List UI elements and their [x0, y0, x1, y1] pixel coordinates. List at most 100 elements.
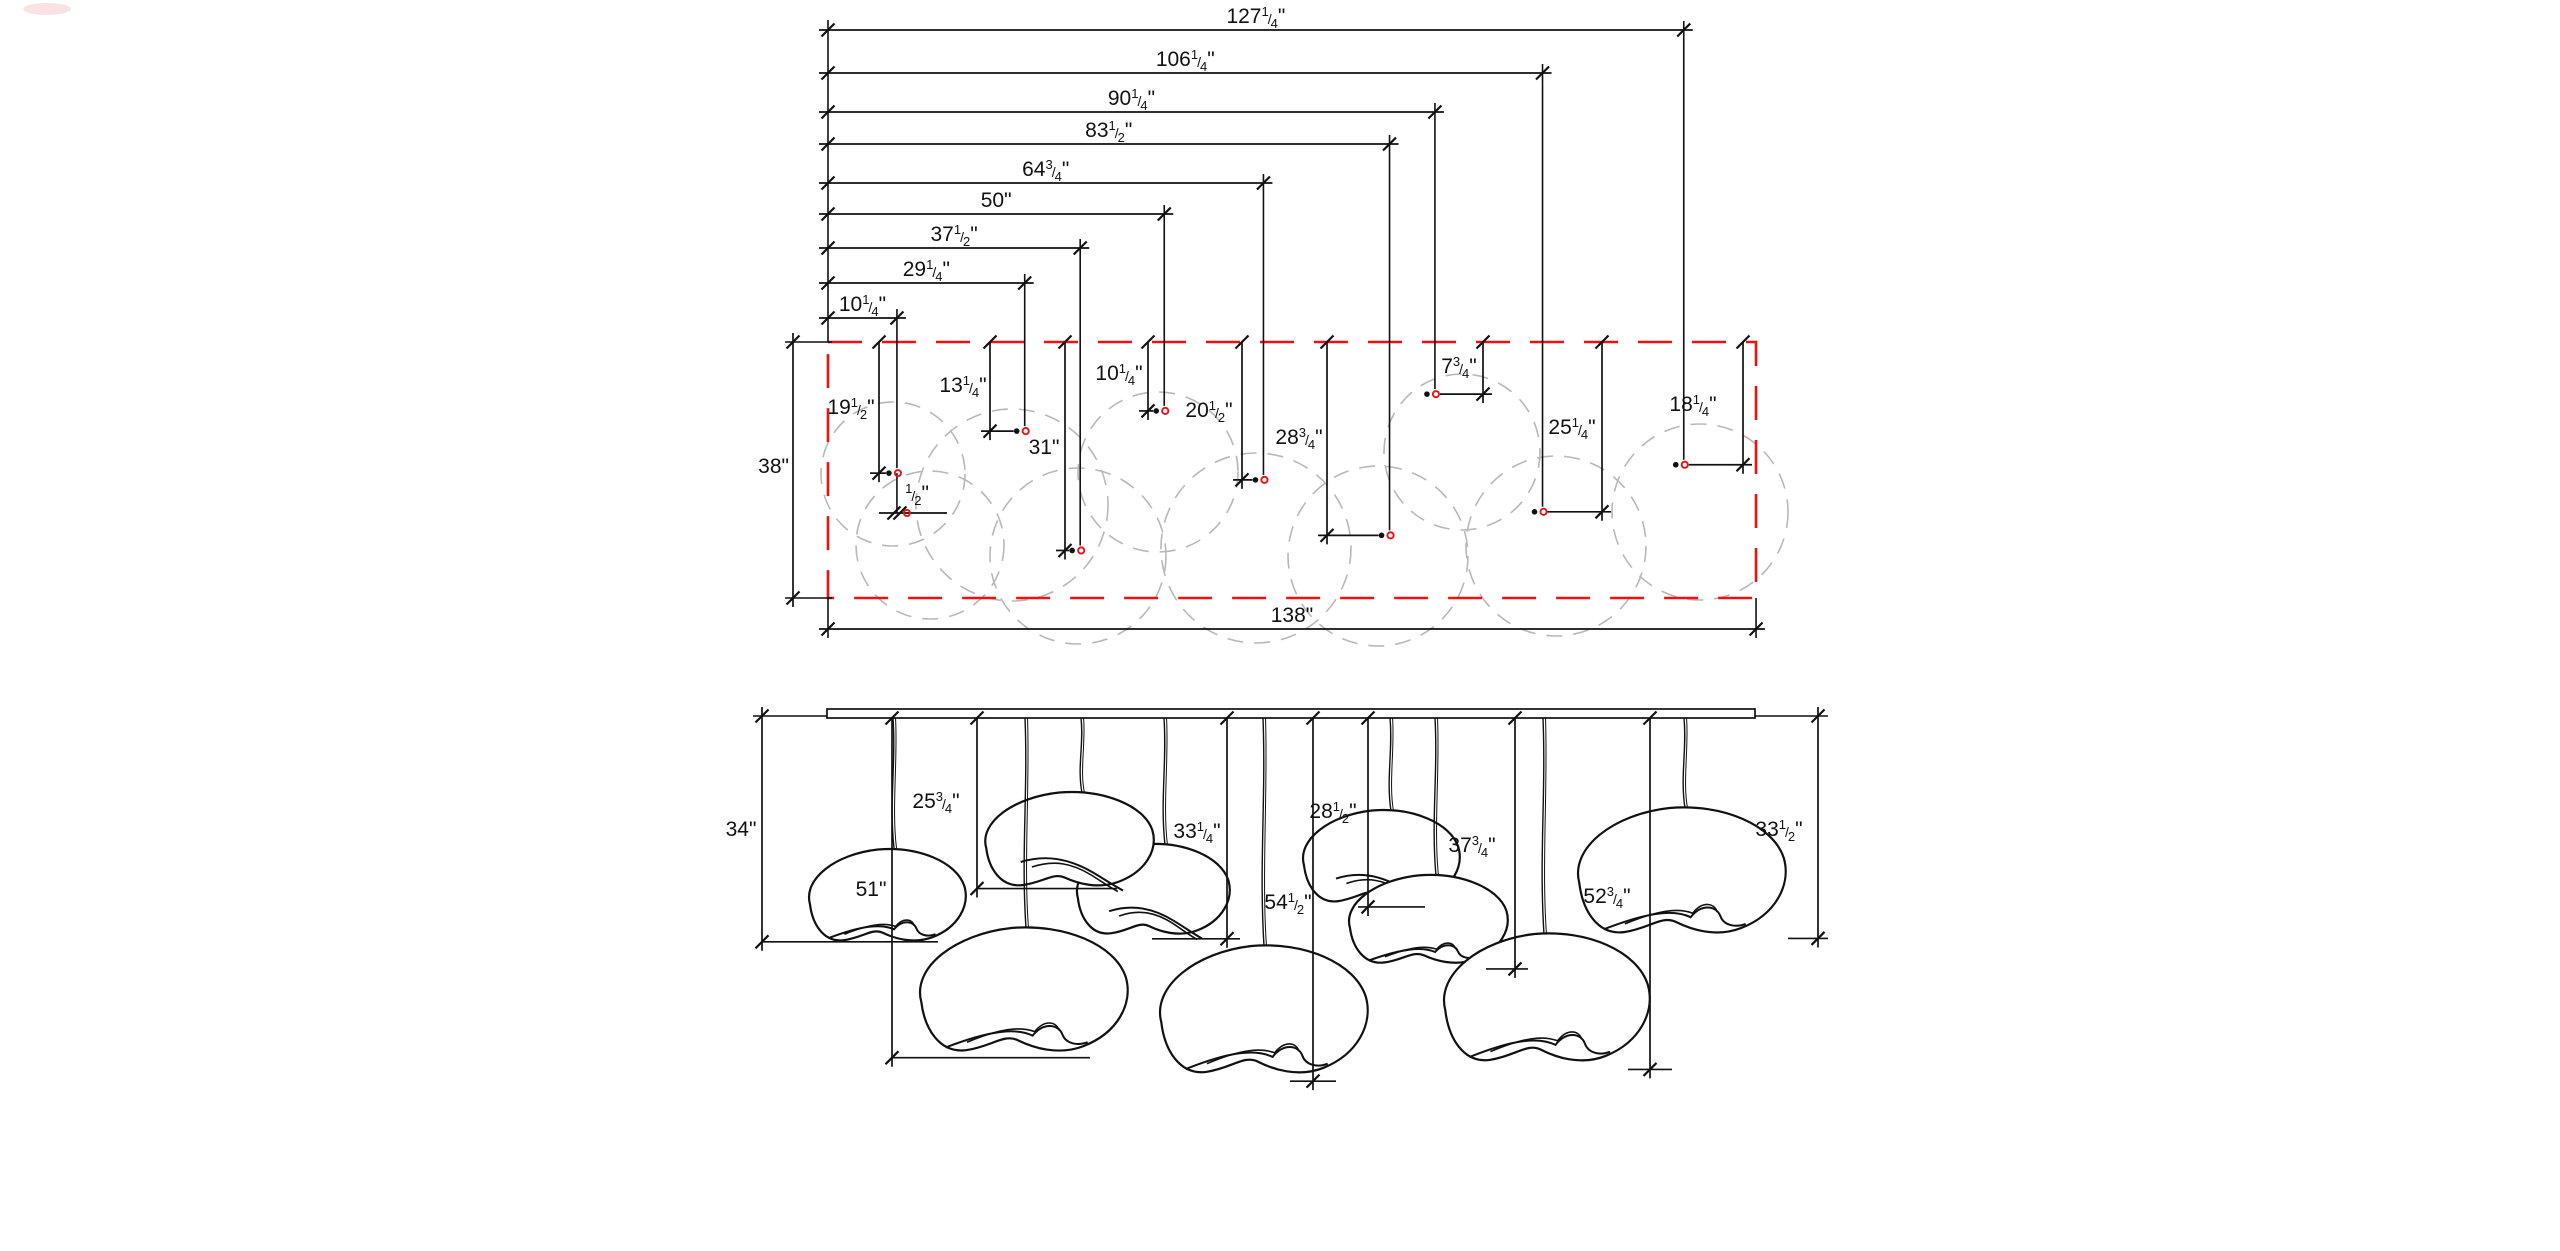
drop-dim: 331/2" — [1755, 707, 1828, 948]
glass-pendant — [1158, 944, 1369, 1074]
plan-view: 1271/4"1061/4"901/4"831/2"643/4"50"371/2… — [23, 3, 1789, 647]
dim-tick — [1319, 334, 1335, 350]
stub-end-dot — [1069, 547, 1075, 554]
stub-end-dot — [886, 470, 892, 476]
glass-pendant-outline — [918, 926, 1129, 1052]
depth-dim: 191/2" — [827, 334, 902, 483]
glass-footprint-circle — [1287, 465, 1469, 647]
depth-dim: 201/2" — [1185, 334, 1269, 489]
position-dim: 1271/4" — [819, 4, 1693, 460]
position-dim: 50" — [819, 189, 1174, 406]
glass-pendant — [918, 926, 1129, 1052]
position-dim-label: 901/4" — [1108, 86, 1155, 113]
dim-tick — [969, 710, 985, 726]
dim-tick — [871, 334, 887, 350]
dim-tick — [1594, 334, 1610, 350]
dim-tick — [820, 206, 836, 222]
hanger-wire — [1162, 717, 1166, 846]
dim-tick — [1475, 334, 1491, 350]
plan-footprint-circles — [820, 373, 1789, 647]
hang-point — [1260, 475, 1269, 484]
drop-dim-label: 331/2" — [1755, 817, 1802, 844]
glass-footprint-circle — [855, 470, 1005, 620]
glass-fold-line — [844, 919, 915, 935]
depth-dim-label: 251/4" — [1548, 415, 1595, 442]
hanger-wire — [1388, 717, 1392, 812]
canopy-bar-elevation — [826, 708, 1756, 719]
depth-dim-label: 101/4" — [1095, 361, 1142, 388]
hanger-wire — [1433, 717, 1437, 877]
plan-width-dim: 138" — [819, 598, 1766, 638]
drop-dim-label: 281/2" — [1309, 799, 1356, 826]
drop-dim: 253/4" — [912, 710, 1117, 898]
hang-point — [1161, 406, 1170, 415]
width-dim-label: 138" — [1271, 604, 1314, 627]
depth-dim: 31" — [1029, 334, 1086, 560]
glass-pendant-outline — [1158, 944, 1369, 1074]
glass-footprint-circle — [1465, 455, 1647, 637]
dim-tick — [1748, 621, 1764, 637]
position-dim-label: 101/4" — [839, 292, 886, 319]
glass-pendant-outline — [807, 847, 967, 942]
dim-tick — [1507, 710, 1523, 726]
hang-point — [1021, 427, 1030, 436]
stub-end-dot — [1252, 477, 1259, 483]
dim-tick — [886, 505, 902, 521]
dim-tick — [754, 708, 770, 724]
depth-dim: 251/4" — [1531, 334, 1611, 521]
hang-point — [902, 508, 911, 518]
drop-dim-label: 34" — [726, 818, 757, 841]
dim-tick — [1219, 710, 1235, 726]
depth-dim-label: 181/4" — [1669, 392, 1716, 419]
hanger-wire — [1541, 717, 1545, 935]
hanger-wire — [1544, 717, 1547, 935]
depth-dim-label: 31" — [1029, 436, 1060, 459]
depth-dim-label: 191/2" — [827, 395, 874, 422]
glass-footprint-circle — [1160, 452, 1352, 644]
glass-pendant — [807, 847, 967, 942]
elevation-view: 34"51"253/4"331/4"541/2"281/2"373/4"523/… — [726, 707, 1828, 1091]
dim-tick — [820, 136, 836, 152]
drop-dim-label: 331/4" — [1173, 819, 1220, 846]
dim-tick — [1057, 334, 1073, 350]
glass-footprint-circle — [1611, 423, 1789, 601]
position-dim-label: 1061/4" — [1156, 47, 1215, 74]
plan-position-dims: 1271/4"1061/4"901/4"831/2"643/4"50"371/2… — [819, 4, 1693, 546]
position-dim-label: 50" — [981, 189, 1012, 212]
plan-depth-dims: 191/2"131/4"31"101/4"201/2"283/4"73/4"25… — [827, 334, 1752, 560]
glass-fold-line — [1020, 857, 1124, 892]
dim-tick — [1140, 334, 1156, 350]
dim-tick — [820, 275, 836, 291]
stub-end-dot — [1378, 532, 1385, 539]
position-dim: 371/2" — [819, 222, 1090, 546]
hanger-wire — [1682, 717, 1686, 809]
glass-fold-line — [1384, 942, 1457, 958]
glass-fold-line — [1490, 1031, 1583, 1053]
dim-tick — [785, 590, 801, 606]
drop-dim: 523/4" — [1583, 710, 1672, 1079]
drop-dim: 281/2" — [1309, 710, 1425, 916]
dim-tick — [1642, 710, 1658, 726]
stub-end-dot — [1672, 461, 1679, 468]
drop-dim: 51" — [856, 710, 1090, 1067]
position-dim: 101/4" — [819, 292, 906, 469]
stub-end-dot — [1153, 408, 1160, 414]
drop-dim-label: 51" — [856, 878, 887, 901]
depth-overall-label: 38" — [758, 455, 789, 478]
hanger-wire — [1261, 717, 1265, 947]
glass-fold-line — [1108, 906, 1203, 940]
hanger-wire — [1391, 717, 1394, 812]
scan-smudge — [23, 3, 71, 15]
dim-tick — [820, 310, 836, 326]
glass-fold-line — [1206, 1043, 1300, 1065]
hang-point — [1539, 507, 1548, 516]
position-dim: 901/4" — [819, 86, 1444, 390]
plan-depth-overall-dim: 38" — [758, 333, 832, 607]
dim-tick — [1810, 708, 1826, 724]
hanger-wire — [1264, 717, 1267, 947]
position-dim-label: 1271/4" — [1226, 4, 1285, 31]
hang-point — [1077, 546, 1086, 555]
drop-dim: 541/2" — [1264, 710, 1336, 1091]
